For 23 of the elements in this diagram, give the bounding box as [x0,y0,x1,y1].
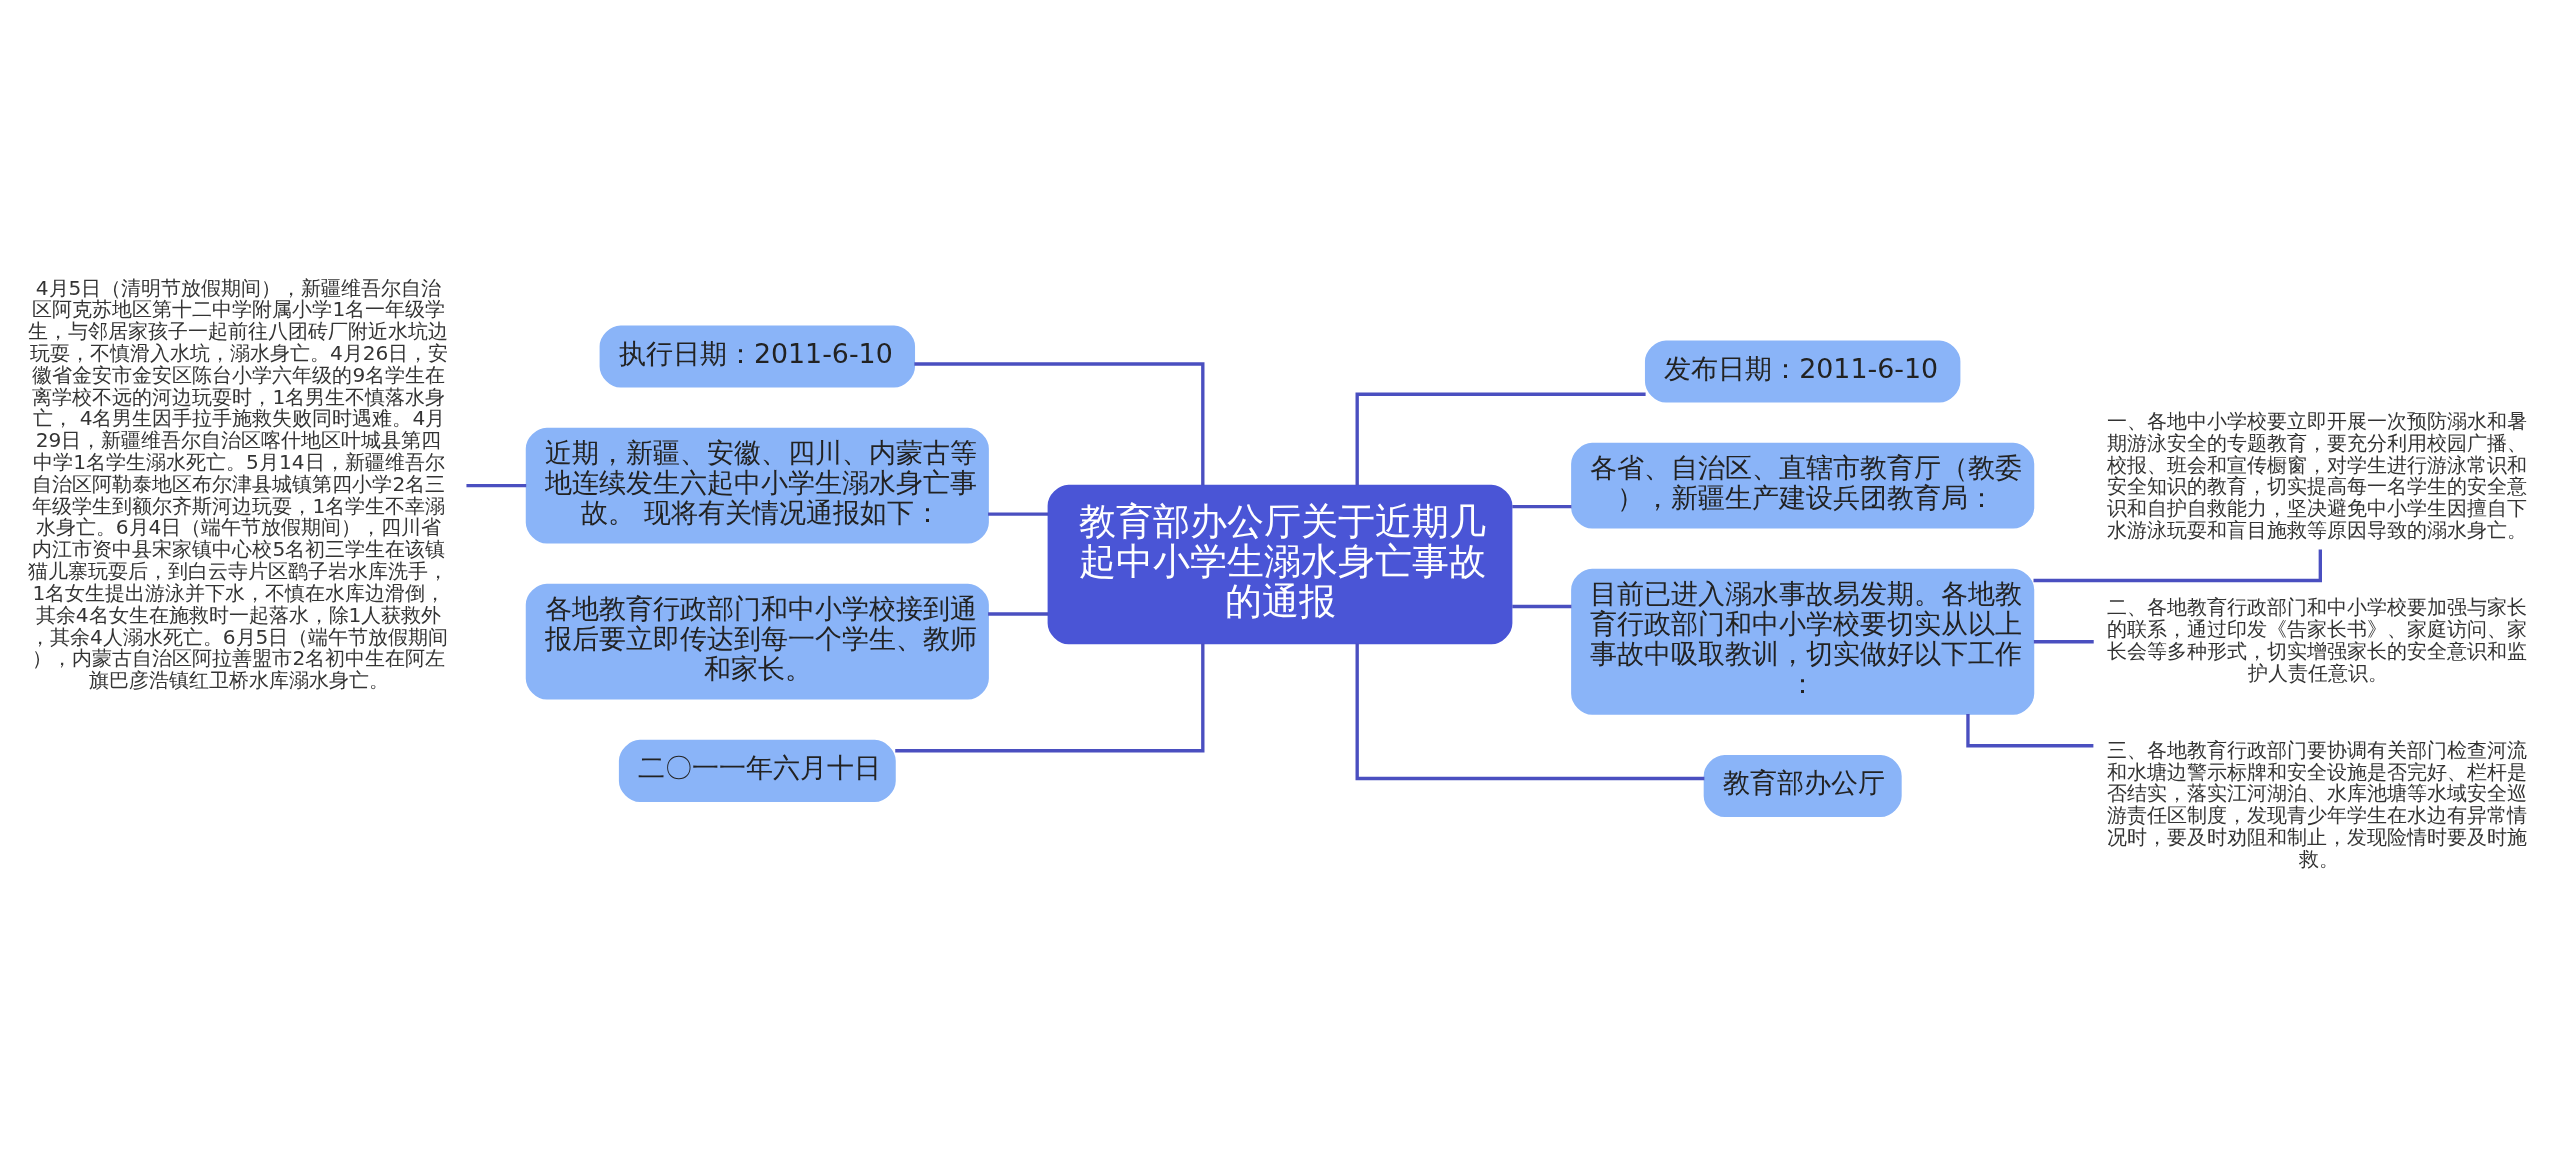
connector [2033,639,2094,643]
node-box: 各省、自治区、直辖市教育厅（教委），新疆生产建设兵团教育局： [1571,442,2035,528]
connector [1355,643,1705,780]
connector [1512,504,1572,508]
connector [895,643,1205,752]
node-box: 近期，新疆、安徽、四川、内蒙古等地连续发生六起中小学生溺水身亡事故。 现将有关情况通报如下： [525,427,989,544]
connector [914,361,1205,485]
connector [988,611,1049,616]
node-box: 各地教育行政部门和中小学校接到通报后要立即传达到每一个学生、教师和家长。 [525,583,989,700]
node-box: 执行日期：2011-6-10 [599,324,916,387]
connector [1512,604,1572,608]
node-box: 二〇一一年六月十日 [618,739,896,802]
node-text: 三、各地教育行政部门要协调有关部门检查河流和水塘边警示标牌和安全设施是否完好、栏杆是否结实，落实江河湖泊、水库池塘等水域安全巡游责任区制度，发现青少年学生在水边有异常情况时，要及时劝阻和制止，发现险情时要及时施救。 [2107,737,2528,871]
node-text: 二、各地教育行政部门和中小学校要加强与家长的联系，通过印发《告家长书》、家庭访问、家长会等多种形式，切实增强家长的安全意识和监护人责任意识。 [2107,594,2528,685]
connector [1355,392,1646,485]
node-box: 教育部办公厅关于近期几起中小学生溺水身亡事故的通报 [1047,484,1513,644]
node-text: 一、各地中小学校要立即开展一次预防溺水和暑期游泳安全的专题教育，要充分利用校园广播、校报、班会和宣传橱窗，对学生进行游泳常识和安全知识的教育，切实提高每一名学生的安全意识和自护自救能力，坚决避免中小学生因擅自下水游泳玩耍和盲目施救等原因导致的溺水身亡。 [2107,408,2528,542]
node-text: 4月5日（清明节放假期间），新疆维吾尔自治区阿克苏地区第十二中学附属小学1名一年级学生，与邻居家孩子一起前往八团砖厂附近水坑边玩耍，不慎滑入水坑，溺水身亡。4月26日，安徽省金安市金安区陈台小学六年级的9名学生在离学校不远的河边玩耍时，1名男生不慎落水身亡， 4名男生因手拉手施救失败同时遇难。4月29日，新疆维吾尔自治区喀什地区叶城县第四中学1名学生溺水死亡。5月14日，新疆维吾尔自治区阿勒泰地区布尔津县城镇第四小学2名三年级学生到额尔齐斯河边玩耍，1名学生不幸溺水身亡。6月4日（端午节放假期间），四川省内江市资中县宋家镇中心校5名初三学生在该镇猫儿寨玩耍后，到白云寺片区鹞子岩水库洗手，1名女生提出游泳并下水，不慎在水库边滑倒，其余4名女生在施救时一起落水，除1人获救外，其余4人溺水死亡。6月5日（端午节放假期间），内蒙古自治区阿拉善盟市2名初中生在阿左旗巴彦浩镇红卫桥水库溺水身亡。 [28,275,449,692]
node-box: 发布日期：2011-6-10 [1644,340,1961,403]
node-box: 目前已进入溺水事故易发期。各地教育行政部门和中小学校要切实从以上事故中吸取教训，切实做好以下工作： [1571,568,2035,715]
connector [988,512,1049,516]
node-box: 教育部办公厅 [1703,754,1902,817]
connector [466,483,527,487]
